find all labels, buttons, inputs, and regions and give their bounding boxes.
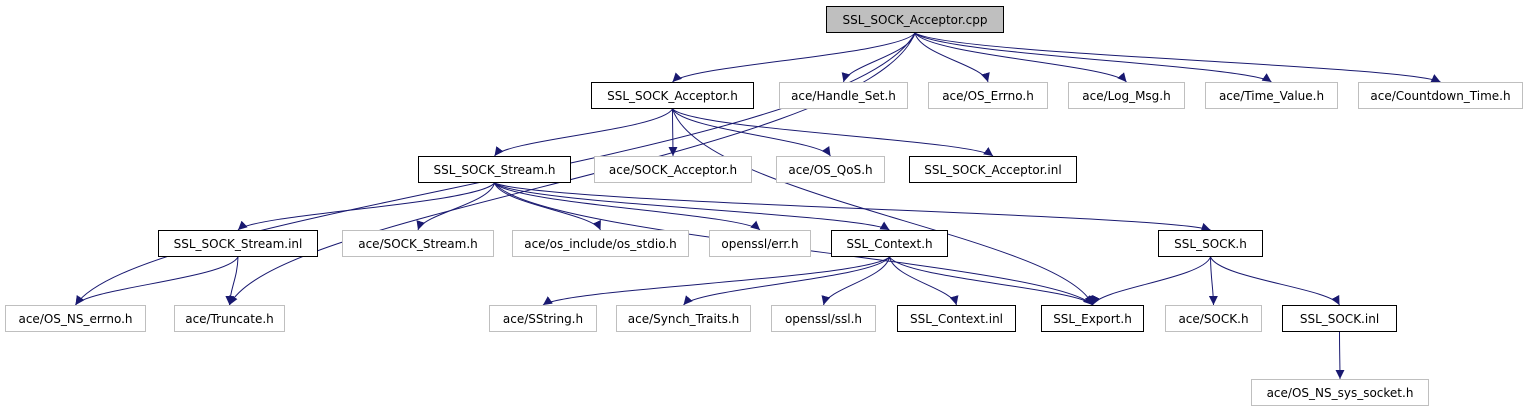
- dependency-edge: [841, 32, 916, 83]
- file-node: ace/OS_QoS.h: [776, 156, 885, 183]
- dependency-edge: [914, 32, 1441, 83]
- file-node[interactable]: SSL_Context.inl: [897, 305, 1016, 332]
- file-node[interactable]: SSL_SOCK_Acceptor.h: [591, 82, 754, 109]
- file-node: ace/Log_Msg.h: [1068, 82, 1185, 109]
- file-node[interactable]: SSL_Context.h: [831, 230, 948, 257]
- dependency-edge: [672, 108, 1094, 306]
- dependency-edge: [672, 108, 994, 157]
- dependency-edge: [416, 182, 495, 231]
- dependency-edge: [914, 32, 1127, 83]
- dependency-edge: [494, 108, 673, 157]
- file-node: ace/OS_NS_sys_socket.h: [1251, 379, 1429, 406]
- dependency-edge: [1335, 331, 1345, 380]
- dependency-edge: [683, 256, 890, 306]
- dependency-edge: [229, 32, 916, 306]
- file-node[interactable]: SSL_SOCK.h: [1158, 230, 1263, 257]
- file-node: ace/Countdown_Time.h: [1358, 82, 1523, 109]
- dependency-edge: [672, 32, 916, 83]
- dependency-edge: [914, 32, 990, 83]
- file-node: openssl/err.h: [709, 230, 811, 257]
- file-node: ace/os_include/os_stdio.h: [512, 230, 689, 257]
- dependency-edge: [542, 256, 890, 306]
- file-node[interactable]: SSL_SOCK_Stream.inl: [158, 230, 318, 257]
- dependency-edge: [1210, 256, 1340, 306]
- file-node: ace/Truncate.h: [174, 305, 285, 332]
- file-node: ace/SOCK_Acceptor.h: [594, 156, 752, 183]
- file-node[interactable]: SSL_SOCK_Acceptor.inl: [909, 156, 1077, 183]
- file-node: ace/SOCK_Stream.h: [342, 230, 494, 257]
- dependency-edge: [494, 182, 601, 231]
- file-node: ace/Synch_Traits.h: [616, 305, 751, 332]
- dependency-edge: [668, 108, 678, 157]
- file-node: ace/Handle_Set.h: [779, 82, 908, 109]
- dependency-edge: [1092, 256, 1211, 306]
- dependency-edge: [889, 256, 959, 306]
- dependency-edge: [889, 256, 1093, 306]
- file-node[interactable]: SSL_SOCK_Acceptor.cpp: [826, 6, 1004, 33]
- dependency-edge: [494, 182, 1211, 232]
- dependency-edge: [494, 182, 890, 231]
- dependency-edge: [75, 256, 239, 306]
- dependency-edge: [914, 32, 1272, 83]
- dependency-edge: [1208, 256, 1218, 306]
- file-node[interactable]: SSL_SOCK_Stream.h: [418, 156, 571, 183]
- dependency-edge: [237, 182, 495, 231]
- file-node[interactable]: SSL_SOCK.inl: [1282, 305, 1397, 332]
- file-node[interactable]: SSL_Export.h: [1041, 305, 1144, 332]
- dependency-edge: [672, 108, 831, 157]
- file-node: ace/Time_Value.h: [1205, 82, 1338, 109]
- file-node: openssl/ssl.h: [771, 305, 876, 332]
- file-node: ace/SOCK.h: [1165, 305, 1262, 332]
- file-node: ace/OS_NS_errno.h: [5, 305, 146, 332]
- dependency-edge: [494, 182, 761, 231]
- file-node: ace/OS_Errno.h: [928, 82, 1048, 109]
- dependency-edge: [821, 256, 890, 306]
- dependency-edge: [225, 256, 239, 306]
- file-node: ace/SString.h: [489, 305, 597, 332]
